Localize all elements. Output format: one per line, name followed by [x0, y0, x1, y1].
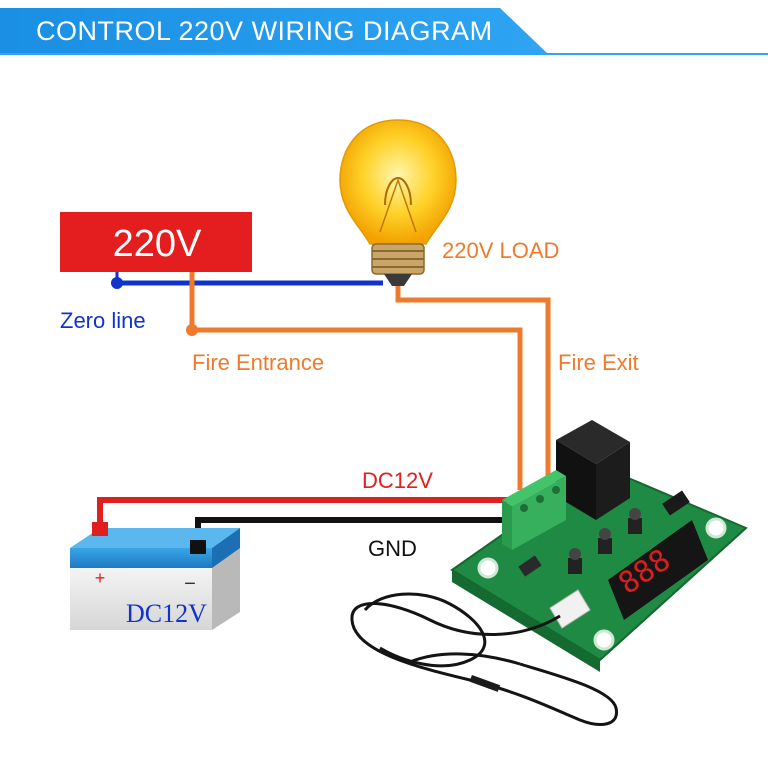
fire-entrance-wire — [189, 272, 523, 490]
battery-icon: + − DC12V — [70, 522, 240, 630]
fire-entrance-line: Fire Entrance — [186, 272, 523, 490]
power-source-label: 220V — [113, 223, 202, 265]
terminal-block-icon — [502, 470, 566, 550]
light-bulb-icon: 220V LOAD — [339, 119, 559, 286]
dc12v-line: DC12V — [97, 468, 512, 530]
zero-line: Zero line — [60, 272, 383, 333]
gnd-line: GND — [195, 517, 506, 561]
probe-cable-icon — [350, 592, 618, 726]
power-source-box — [60, 212, 252, 272]
battery-label: DC12V — [126, 599, 207, 628]
title-banner — [0, 8, 548, 54]
fire-exit-line: Fire Exit — [395, 285, 639, 478]
zero-line-label: Zero line — [60, 308, 146, 333]
battery-plus-sign: + — [95, 568, 106, 588]
load-label: 220V LOAD — [442, 238, 559, 263]
sensor-connector-icon — [549, 589, 591, 629]
fire-exit-wire — [395, 285, 551, 478]
battery-minus-sign: − — [184, 573, 196, 595]
fire-exit-label: Fire Exit — [558, 350, 639, 375]
probe-sensor-tip — [469, 675, 501, 692]
gnd-wire-label: GND — [368, 536, 417, 561]
title-underline — [0, 53, 768, 55]
fire-entrance-label: Fire Entrance — [192, 350, 324, 375]
battery-negative-terminal — [190, 540, 206, 554]
battery-positive-terminal — [92, 522, 108, 536]
button-icons — [568, 508, 642, 574]
dc12v-wire-label: DC12V — [362, 468, 433, 493]
gnd-wire — [195, 517, 506, 548]
fire-entrance-node — [186, 324, 198, 336]
thermostat-board: 888 — [450, 420, 748, 672]
power-source: 220V — [60, 212, 252, 272]
dc12v-wire — [97, 497, 512, 530]
page-title: CONTROL 220V WIRING DIAGRAM — [36, 16, 493, 46]
